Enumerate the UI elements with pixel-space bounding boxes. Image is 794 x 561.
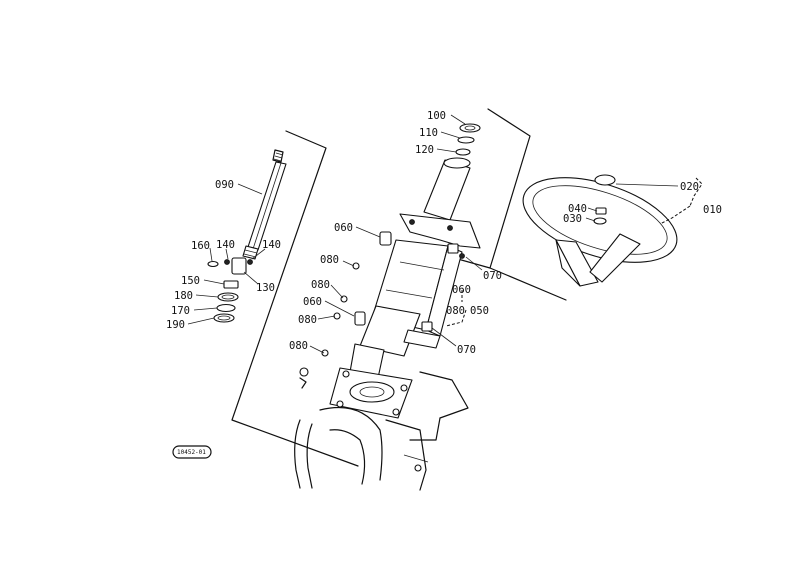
- label-140-a: 140: [216, 239, 235, 251]
- column-bracket: [321, 213, 481, 357]
- label-030: 030: [563, 213, 582, 225]
- label-080-a: 080: [320, 254, 339, 266]
- label-170: 170: [171, 305, 190, 317]
- label-070-b: 070: [457, 344, 476, 356]
- label-080-d: 080: [289, 340, 308, 352]
- label-080-c: 080: [298, 314, 317, 326]
- label-080-b: 080: [311, 279, 330, 291]
- label-100: 100: [427, 110, 446, 122]
- label-120: 120: [415, 144, 434, 156]
- part-labels: 100 110 120 090 060 080 080 060 080 080 …: [166, 110, 722, 356]
- label-010: 010: [703, 204, 722, 216]
- label-080-e: 080: [446, 305, 465, 317]
- label-050: 050: [470, 305, 489, 317]
- label-180: 180: [174, 290, 193, 302]
- label-140-b: 140: [262, 239, 281, 251]
- steering-wheel: [522, 174, 678, 287]
- leader-lines: [187, 114, 703, 354]
- label-060-c: 060: [452, 284, 471, 296]
- label-060-b: 060: [303, 296, 322, 308]
- stamp-text: 10452-01: [177, 449, 206, 456]
- label-190: 190: [166, 319, 185, 331]
- label-060-a: 060: [334, 222, 353, 234]
- upper-steering-shaft: [242, 149, 287, 260]
- drawing-reference-stamp: 10452-01: [172, 445, 212, 459]
- label-070-a: 070: [483, 270, 502, 282]
- label-020: 020: [680, 181, 699, 193]
- gearbox-mount: [299, 343, 413, 419]
- universal-joint-parts: [207, 257, 253, 323]
- label-150: 150: [181, 275, 200, 287]
- label-040: 040: [568, 203, 587, 215]
- label-160: 160: [191, 240, 210, 252]
- column-upper-tube: [423, 123, 481, 221]
- label-090: 090: [215, 179, 234, 191]
- housing: [294, 371, 469, 491]
- label-110: 110: [419, 127, 438, 139]
- label-130: 130: [256, 282, 275, 294]
